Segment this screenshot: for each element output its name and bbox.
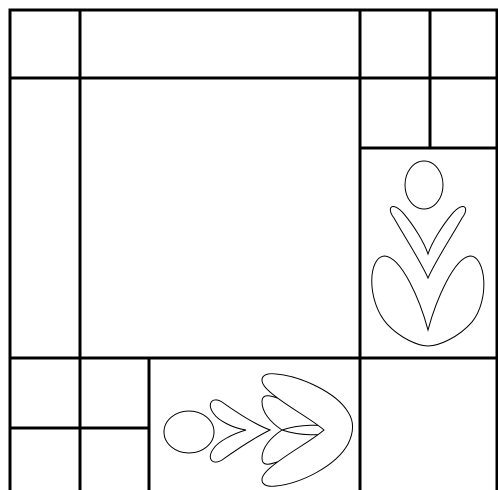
flower-outer-petals [262, 374, 353, 487]
flower-head-circle [405, 161, 443, 209]
sideways-flower-motif [164, 374, 353, 487]
flower-upper-leaves [390, 206, 465, 278]
flower-small-leaves [210, 400, 270, 462]
upright-flower-motif [372, 161, 484, 346]
flower-head-circle-sideways [164, 411, 214, 453]
